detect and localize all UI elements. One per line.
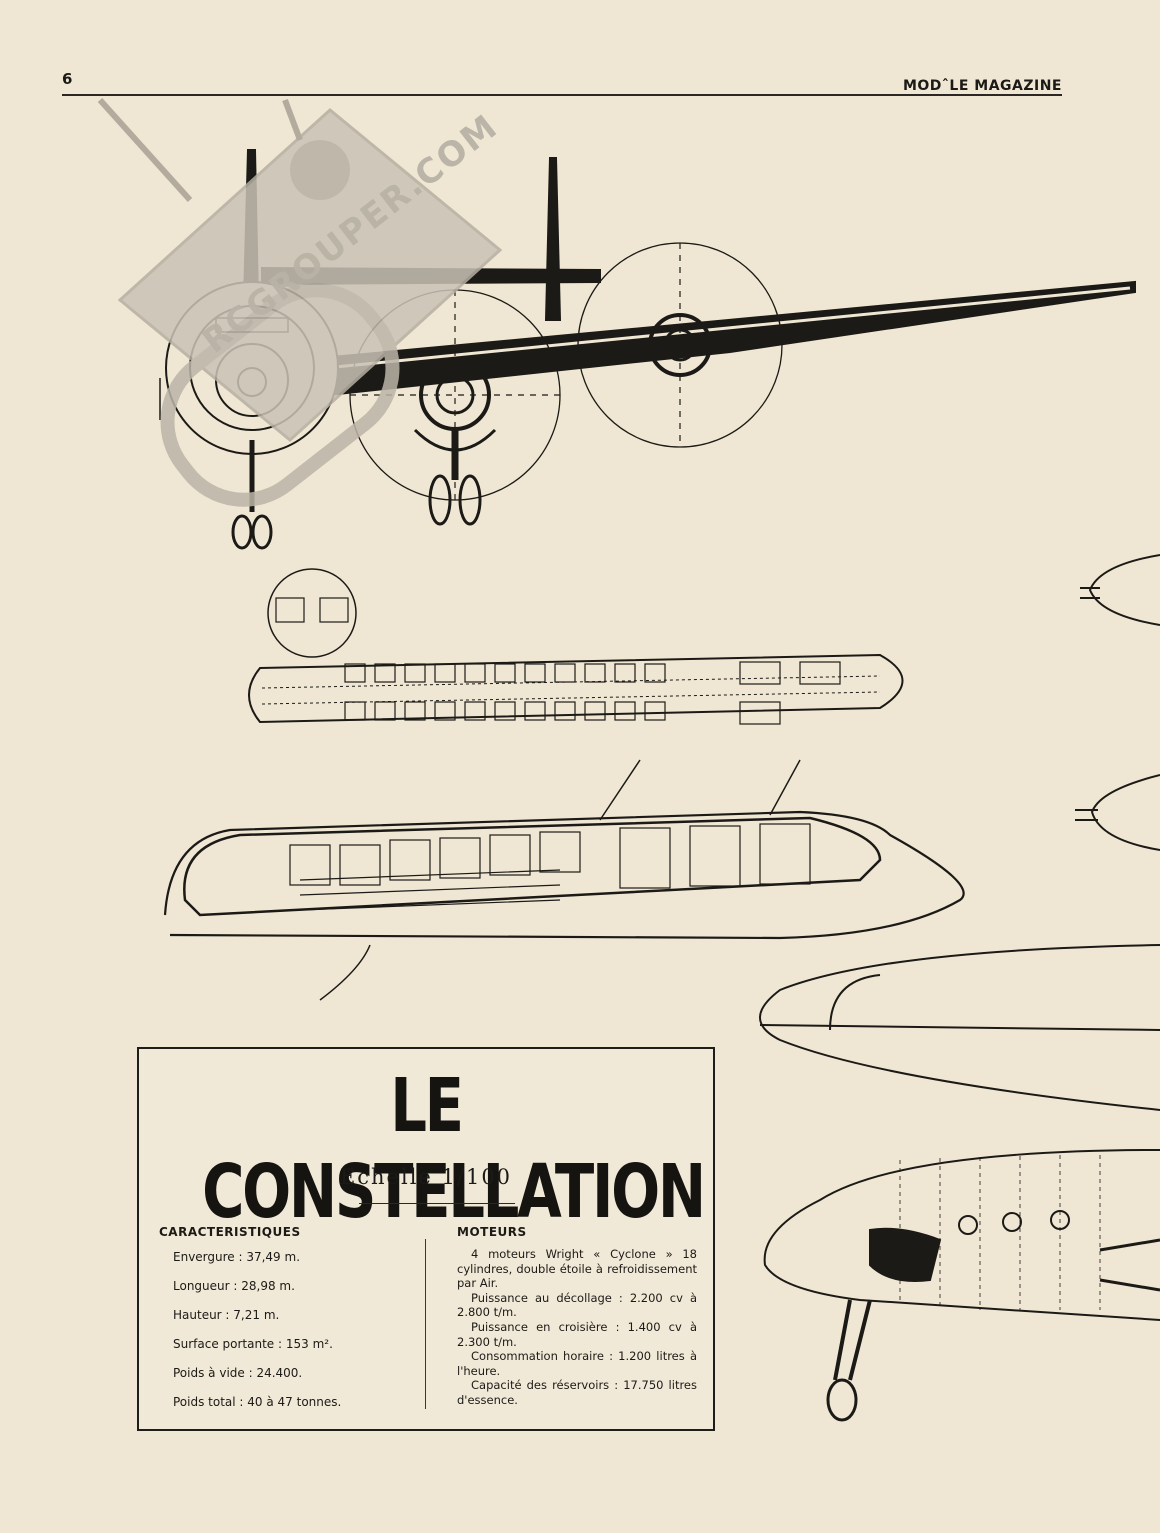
specs-list: Envergure : 37,49 m. Longueur : 28,98 m.… [173, 1249, 341, 1423]
page-number: 6 [62, 70, 73, 88]
engine-paragraph: Puissance en croisière : 1.400 cv à 2.30… [457, 1319, 697, 1349]
engine-paragraph: Capacité des réservoirs : 17.750 litres … [457, 1378, 697, 1407]
subtitle-rule [359, 1203, 515, 1204]
spec-item: Poids total : 40 à 47 tonnes. [173, 1395, 342, 1409]
engine-paragraph: Puissance au décollage : 2.200 cv à 2.80… [457, 1290, 697, 1320]
spec-item: Longueur : 28,98 m. [173, 1279, 295, 1293]
seating-plan-drawing [248, 568, 904, 725]
specs-heading: CARACTERISTIQUES [159, 1225, 301, 1239]
specification-box: LE CONSTELLATION Echelle 1/100 CARACTERI… [137, 1047, 715, 1431]
engine-paragraph: Consommation horaire : 1.200 litres à l'… [457, 1349, 697, 1378]
spec-item: Envergure : 37,49 m. [173, 1250, 301, 1264]
spec-item: Hauteur : 7,21 m. [173, 1308, 280, 1322]
watermark-badge [97, 97, 503, 507]
engines-heading: MOTEURS [457, 1225, 527, 1239]
spec-item: Surface portante : 153 m². [173, 1337, 333, 1351]
header-rule [62, 94, 1062, 96]
cutaway-drawing [163, 759, 965, 1001]
magazine-name: MODˆLE MAGAZINE [902, 78, 1062, 94]
scale-subtitle: Echelle 1/100 [339, 1165, 513, 1189]
side-view-fragments [759, 554, 1160, 1422]
column-divider [425, 1239, 426, 1409]
engine-paragraph: 4 moteurs Wright « Cyclone » 18 cylindre… [457, 1247, 697, 1291]
article-title: LE CONSTELLATION [202, 1063, 706, 1235]
spec-item: Poids à vide : 24.400. [173, 1366, 303, 1380]
engines-text: 4 moteurs Wright « Cyclone » 18 cylindre… [457, 1247, 697, 1408]
